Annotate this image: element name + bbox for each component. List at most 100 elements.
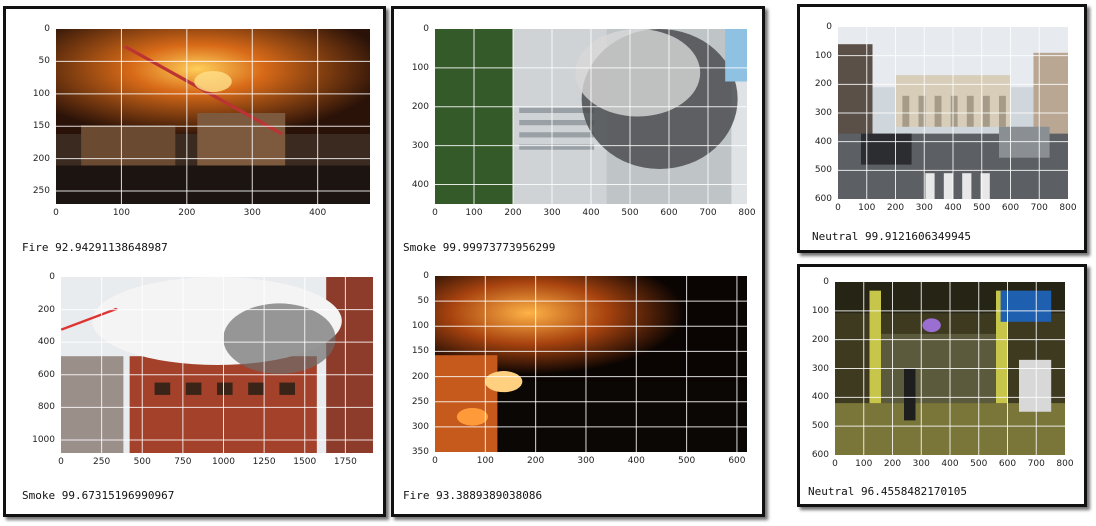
x-tick-label: 400 [582, 208, 600, 218]
y-tick-label: 200 [411, 101, 429, 112]
x-tick-label: 1250 [252, 457, 276, 467]
x-tick-label: 500 [973, 203, 991, 213]
y-tick-label: 0 [823, 277, 829, 287]
x-tick-label: 700 [699, 208, 717, 218]
x-tick-label: 0 [835, 203, 841, 213]
prediction-label: Smoke 99.67315196990967 [22, 489, 175, 502]
x-tick-label: 100 [465, 208, 483, 218]
grid-lines [835, 282, 1065, 455]
y-tick-label: 1000 [32, 434, 55, 445]
prediction-label: Fire 93.3889389038086 [403, 489, 543, 502]
x-tick-label: 750 [174, 457, 192, 467]
prediction-image [435, 276, 747, 452]
grid-lines [838, 27, 1068, 199]
x-tick-label: 1000 [212, 457, 235, 467]
y-tick-label: 0 [49, 272, 55, 282]
x-tick-label: 400 [627, 456, 645, 466]
y-tick-label: 200 [811, 334, 829, 345]
x-tick-label: 300 [912, 459, 930, 469]
prediction-label: Smoke 99.99973773956299 [403, 241, 556, 254]
y-tick-label: 150 [411, 346, 429, 357]
x-tick-label: 1500 [293, 457, 317, 467]
y-tick-label: 0 [423, 271, 429, 281]
x-tick-label: 600 [728, 456, 746, 466]
x-tick-label: 1750 [333, 457, 357, 467]
y-tick-label: 0 [826, 22, 832, 32]
y-tick-label: 100 [814, 50, 832, 61]
prediction-label: Neutral 96.4558482170105 [808, 485, 967, 498]
x-tick-label: 250 [93, 457, 111, 467]
x-tick-label: 800 [1056, 459, 1074, 469]
x-tick-label: 500 [678, 456, 696, 466]
y-tick-label: 50 [417, 296, 429, 307]
x-tick-label: 200 [178, 208, 196, 218]
y-tick-label: 300 [411, 140, 429, 151]
y-tick-label: 800 [37, 402, 55, 413]
x-tick-label: 100 [855, 459, 873, 469]
y-tick-label: 600 [37, 369, 55, 380]
y-tick-label: 50 [38, 56, 50, 67]
y-tick-label: 300 [811, 363, 829, 374]
x-tick-label: 200 [883, 459, 902, 469]
x-tick-label: 600 [660, 208, 678, 218]
x-tick-label: 200 [886, 203, 905, 213]
prediction-label: Neutral 99.9121606349945 [812, 230, 971, 243]
x-tick-label: 800 [738, 208, 756, 218]
x-tick-label: 300 [915, 203, 933, 213]
y-tick-label: 500 [811, 421, 829, 432]
grid-lines [435, 29, 747, 204]
x-tick-label: 500 [133, 457, 151, 467]
y-tick-label: 0 [44, 24, 50, 34]
x-tick-label: 100 [476, 456, 494, 466]
y-tick-label: 200 [32, 153, 50, 164]
x-tick-label: 600 [998, 459, 1017, 469]
y-tick-label: 100 [32, 88, 50, 99]
y-tick-label: 300 [411, 421, 429, 432]
y-tick-label: 250 [411, 396, 429, 407]
y-tick-label: 100 [411, 62, 429, 73]
x-tick-label: 200 [504, 208, 522, 218]
prediction-label: Fire 92.94291138648987 [22, 241, 168, 254]
y-tick-label: 600 [811, 450, 829, 460]
x-tick-label: 400 [944, 203, 962, 213]
x-tick-label: 0 [53, 208, 59, 218]
x-tick-label: 0 [432, 208, 438, 218]
y-tick-label: 200 [37, 304, 55, 315]
y-tick-label: 600 [814, 194, 832, 204]
x-tick-label: 700 [1030, 203, 1048, 213]
y-tick-label: 0 [423, 24, 429, 34]
y-tick-label: 350 [411, 447, 429, 457]
y-tick-label: 150 [32, 121, 50, 132]
result-panel-3: 0 100 200 300 400 500 600 700 800 0 100 200 300 400 50… [797, 4, 1087, 253]
x-tick-label: 0 [58, 457, 64, 467]
grid-lines [61, 277, 373, 453]
y-tick-label: 200 [814, 79, 832, 90]
y-tick-label: 200 [411, 371, 429, 382]
x-tick-label: 100 [858, 203, 876, 213]
x-tick-label: 0 [832, 459, 838, 469]
x-tick-label: 500 [621, 208, 639, 218]
x-tick-label: 300 [577, 456, 595, 466]
grid-lines [435, 276, 747, 452]
x-tick-label: 600 [1001, 203, 1020, 213]
x-tick-label: 800 [1059, 203, 1077, 213]
x-tick-label: 700 [1027, 459, 1045, 469]
x-tick-label: 300 [543, 208, 561, 218]
x-tick-label: 500 [970, 459, 988, 469]
x-tick-label: 400 [309, 208, 327, 218]
grid-lines [56, 29, 370, 204]
y-tick-label: 300 [814, 108, 832, 118]
y-tick-label: 100 [811, 305, 829, 316]
y-tick-label: 400 [811, 392, 829, 403]
y-tick-label: 400 [411, 179, 429, 190]
prediction-image [61, 277, 373, 453]
y-tick-label: 500 [814, 165, 832, 176]
x-tick-label: 0 [432, 456, 438, 466]
x-tick-label: 300 [243, 208, 261, 218]
y-tick-label: 400 [814, 136, 832, 147]
y-tick-label: 400 [37, 337, 55, 348]
y-tick-label: 100 [411, 321, 429, 332]
